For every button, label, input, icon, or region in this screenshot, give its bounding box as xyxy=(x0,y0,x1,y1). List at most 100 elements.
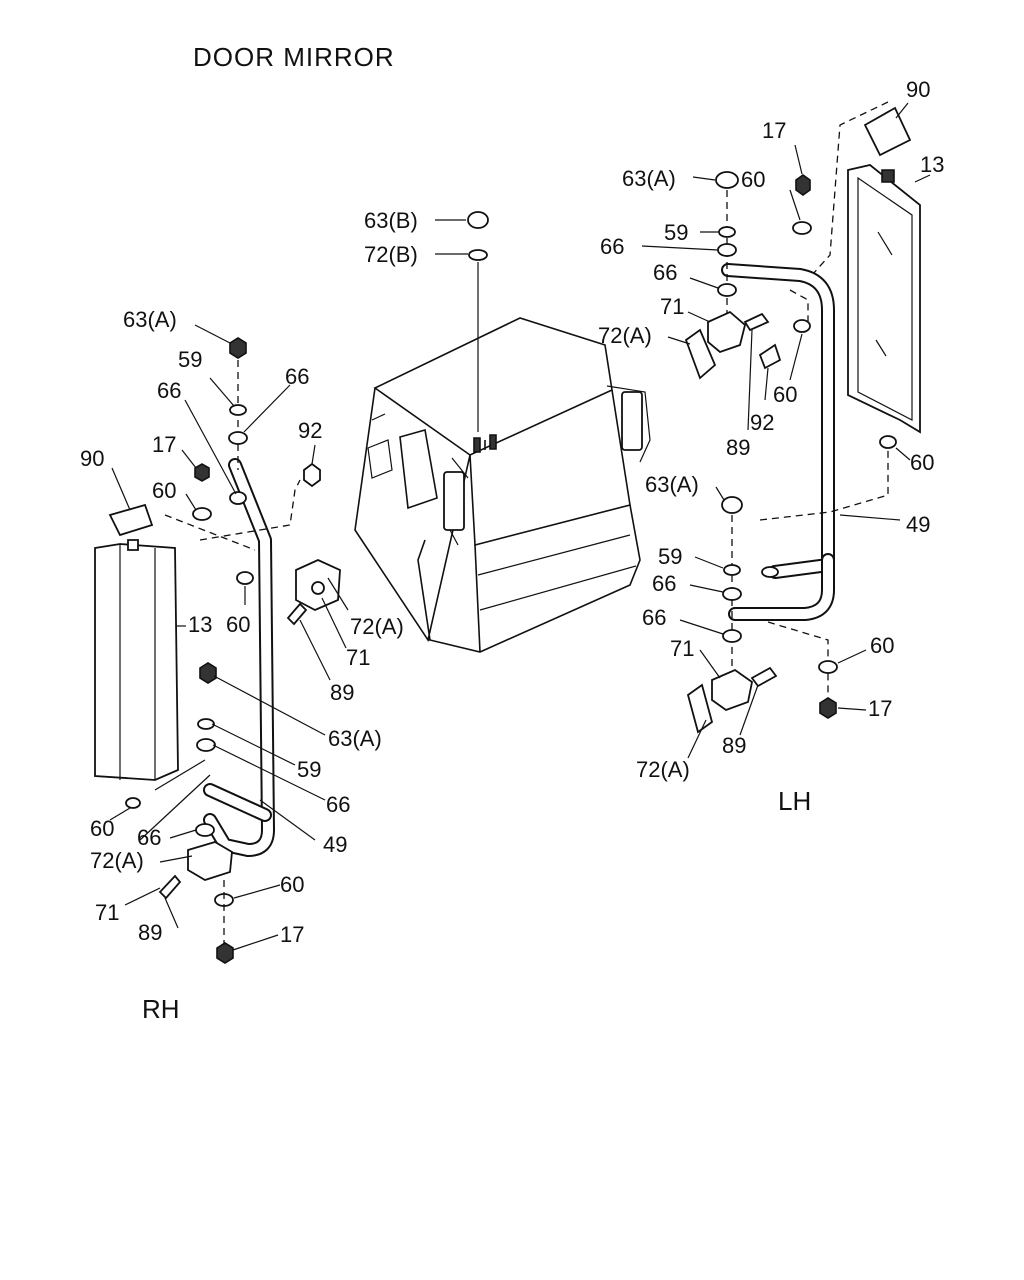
rh-nut-17-bottom-icon xyxy=(216,942,234,964)
label-rh-72a-bracket: 72(A) xyxy=(350,614,404,639)
label-rh-89-bracket: 89 xyxy=(330,680,354,705)
label-rh-72a-bottom: 72(A) xyxy=(90,848,144,873)
cap-63b-icon xyxy=(467,211,489,229)
label-rh-71-bracket: 71 xyxy=(346,645,370,670)
rh-bolt-92-icon xyxy=(303,462,321,488)
rh-washer-66-mid-icon xyxy=(229,491,247,505)
label-lh-60-mirror: 60 xyxy=(910,450,934,475)
label-lh-66-lower-a: 66 xyxy=(652,571,676,596)
label-rh-13: 13 xyxy=(188,612,212,637)
rh-washer-60-upper-icon xyxy=(236,571,254,585)
lh-washer-60-mirror-icon xyxy=(879,435,897,449)
lh-washer-66-lower-b-icon xyxy=(722,629,742,643)
lh-mirror-13 xyxy=(847,164,921,434)
label-lh-59-top: 59 xyxy=(664,220,688,245)
rh-assembly: RH xyxy=(80,307,404,1024)
cab-mirror-lh-icon xyxy=(621,391,643,451)
rh-washer-66-top-icon xyxy=(228,431,248,445)
label-lh-71-top: 71 xyxy=(660,294,684,319)
label-lh-59-lower: 59 xyxy=(658,544,682,569)
rh-mirror-13 xyxy=(94,543,179,781)
label-rh-63a-top: 63(A) xyxy=(123,307,177,332)
label-lh-90: 90 xyxy=(906,77,930,102)
label-rh-92: 92 xyxy=(298,418,322,443)
lh-washer-66-lower-a-icon xyxy=(722,587,742,601)
side-label-lh: LH xyxy=(778,786,811,816)
label-rh-90: 90 xyxy=(80,446,104,471)
rh-washer-66-lower-icon xyxy=(196,738,216,752)
label-rh-17-top: 17 xyxy=(152,432,176,457)
label-lh-60-top: 60 xyxy=(741,167,765,192)
label-rh-89-bottom: 89 xyxy=(138,920,162,945)
label-lh-49: 49 xyxy=(906,512,930,537)
lh-assembly: LH xyxy=(598,77,944,816)
lh-bolt-92-icon xyxy=(758,343,782,370)
rh-bracket-90-icon xyxy=(108,503,154,537)
label-rh-60-upper-left: 60 xyxy=(152,478,176,503)
lh-washer-60-mid-icon xyxy=(793,319,811,333)
cab-mirror-rh-icon xyxy=(443,471,465,531)
lh-washer-66-top-b-icon xyxy=(717,283,737,297)
lh-washer-59-lower-icon xyxy=(723,564,741,576)
label-lh-92: 92 xyxy=(750,410,774,435)
label-rh-71-bottom: 71 xyxy=(95,900,119,925)
lh-bracket-71-lower-icon xyxy=(711,668,753,712)
lh-bolt-89-top-icon xyxy=(743,312,770,332)
rh-bolt-89-upper-icon xyxy=(286,602,308,626)
side-label-rh: RH xyxy=(142,994,180,1024)
label-rh-60-bottom: 60 xyxy=(280,872,304,897)
label-lh-89-top: 89 xyxy=(726,435,750,460)
rh-bracket-72a-bottom-icon xyxy=(187,841,233,881)
rh-washer-59-lower-icon xyxy=(197,718,215,730)
washer-72b-icon xyxy=(468,249,488,261)
label-lh-71-lower: 71 xyxy=(670,636,694,661)
label-rh-17-bottom: 17 xyxy=(280,922,304,947)
lh-bracket-71-top-icon xyxy=(707,310,747,354)
label-lh-89-lower: 89 xyxy=(722,733,746,758)
label-lh-17-top: 17 xyxy=(762,118,786,143)
label-lh-13: 13 xyxy=(920,152,944,177)
rh-washer-60-lower-left-icon xyxy=(125,797,141,809)
label-rh-59-top: 59 xyxy=(178,347,202,372)
lh-washer-59-top-icon xyxy=(718,226,736,238)
lh-nut-17-lower-icon xyxy=(819,697,837,719)
label-rh-63a-lower: 63(A) xyxy=(328,726,382,751)
truck-cab: 63(B) 72(B) xyxy=(354,208,651,653)
label-lh-63a-top: 63(A) xyxy=(622,166,676,191)
label-lh-72a-lower: 72(A) xyxy=(636,757,690,782)
lh-bracket-90-icon xyxy=(863,106,912,157)
label-rh-66-lower: 66 xyxy=(326,792,350,817)
label-lh-60-lower: 60 xyxy=(870,633,894,658)
lh-washer-66-top-a-icon xyxy=(717,243,737,257)
rh-nut-63a-top-icon xyxy=(229,337,247,359)
label-lh-60-mid: 60 xyxy=(773,382,797,407)
label-cab-72b: 72(B) xyxy=(364,242,418,267)
rh-washer-60-upper-left-icon xyxy=(192,507,212,521)
label-lh-66-lower-b: 66 xyxy=(642,605,666,630)
lh-cap-63a-lower-icon xyxy=(721,496,743,514)
label-lh-63a-lower: 63(A) xyxy=(645,472,699,497)
label-rh-66-top-left: 66 xyxy=(157,378,181,403)
rh-washer-59-top-icon xyxy=(229,404,247,416)
lh-washer-60-lower-icon xyxy=(818,660,838,674)
lh-washer-60-top-icon xyxy=(792,221,812,235)
rh-washer-66-bottom-icon xyxy=(195,823,215,837)
rh-bolt-89-bottom-icon xyxy=(158,874,182,900)
label-rh-66-top-right: 66 xyxy=(285,364,309,389)
diagram-title: DOOR MIRROR xyxy=(193,42,395,72)
label-rh-49: 49 xyxy=(323,832,347,857)
label-rh-60-upper: 60 xyxy=(226,612,250,637)
rh-nut-17-top-icon xyxy=(194,463,210,482)
label-lh-72a-top: 72(A) xyxy=(598,323,652,348)
lh-bolt-89-lower-icon xyxy=(750,666,778,688)
lh-cap-63a-top-icon xyxy=(715,171,739,189)
lh-plate-72a-lower-icon xyxy=(686,683,714,734)
label-lh-66-top-b: 66 xyxy=(653,260,677,285)
rh-nut-63a-lower-icon xyxy=(199,662,217,684)
lh-plate-72a-top-icon xyxy=(684,328,717,380)
label-rh-59-lower: 59 xyxy=(297,757,321,782)
label-cab-63b: 63(B) xyxy=(364,208,418,233)
label-lh-66-top-a: 66 xyxy=(600,234,624,259)
lh-nut-17-top-icon xyxy=(795,174,811,196)
